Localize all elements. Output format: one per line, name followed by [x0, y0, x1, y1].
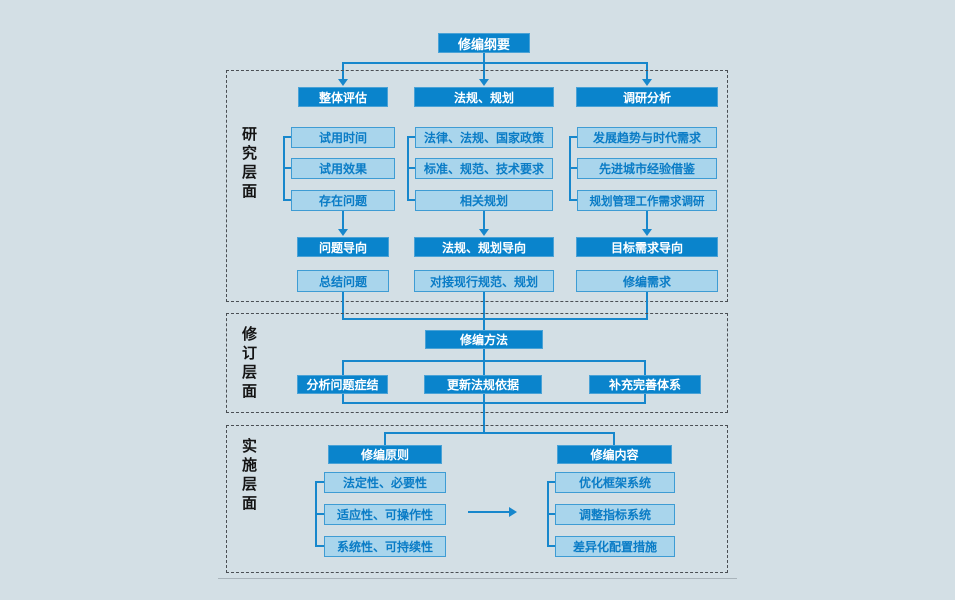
- connector-line: [342, 360, 646, 362]
- revision-item-1: 分析问题症结: [297, 375, 388, 394]
- connector-line: [342, 318, 648, 320]
- flow-arrow-down-icon: [642, 229, 652, 236]
- research-col3-item-1: 发展趋势与时代需求: [577, 127, 717, 148]
- connector-line: [644, 394, 646, 403]
- flow-arrow-down-icon: [338, 79, 348, 86]
- connector-line: [483, 360, 485, 375]
- connector-line: [483, 402, 485, 434]
- connector-line: [342, 62, 648, 64]
- connector-line: [342, 211, 344, 230]
- section-research-label: 研究层面: [240, 126, 258, 202]
- impl-group2-header: 修编内容: [557, 445, 672, 464]
- connector-line: [483, 349, 485, 362]
- impl-group2-item-3: 差异化配置措施: [555, 536, 675, 557]
- research-col2-item-2: 标准、规范、技术要求: [415, 158, 553, 179]
- connector-line: [547, 481, 555, 483]
- connector-line: [342, 402, 646, 404]
- research-col1-orientation: 问题导向: [297, 237, 389, 257]
- connector-line: [468, 511, 510, 513]
- flow-arrow-down-icon: [338, 229, 348, 236]
- connector-line: [315, 513, 324, 515]
- research-col3-orientation: 目标需求导向: [576, 237, 718, 257]
- revision-item-2: 更新法规依据: [424, 375, 542, 394]
- research-col3-output: 修编需求: [576, 270, 718, 292]
- revision-method-box: 修编方法: [425, 330, 543, 349]
- connector-line: [483, 53, 485, 63]
- flow-arrow-right-icon: [509, 507, 517, 517]
- research-col1-item-3: 存在问题: [291, 190, 395, 211]
- connector-line: [483, 394, 485, 403]
- connector-line: [407, 137, 409, 201]
- flow-arrow-down-icon: [479, 229, 489, 236]
- flow-root-box: 修编纲要: [438, 33, 530, 53]
- connector-line: [315, 481, 324, 483]
- connector-line: [646, 292, 648, 320]
- slide-edge-divider: [218, 578, 737, 579]
- research-col1-item-1: 试用时间: [291, 127, 395, 148]
- research-col2-output: 对接现行规范、规划: [414, 270, 554, 292]
- impl-group2-item-1: 优化框架系统: [555, 472, 675, 493]
- connector-line: [384, 432, 386, 445]
- impl-group2-item-2: 调整指标系统: [555, 504, 675, 525]
- connector-line: [283, 136, 291, 138]
- connector-line: [547, 545, 555, 547]
- section-revision-label: 修订层面: [240, 326, 258, 402]
- connector-line: [384, 432, 615, 434]
- research-col2-header: 法规、规划: [414, 87, 554, 107]
- flow-arrow-down-icon: [642, 79, 652, 86]
- research-col2-item-3: 相关规划: [415, 190, 553, 211]
- connector-line: [283, 199, 291, 201]
- revision-item-3: 补充完善体系: [589, 375, 701, 394]
- connector-line: [407, 167, 415, 169]
- connector-line: [646, 62, 648, 80]
- section-implementation-label: 实施层面: [240, 438, 258, 514]
- research-col2-item-1: 法律、法规、国家政策: [415, 127, 553, 148]
- flow-arrow-down-icon: [479, 79, 489, 86]
- connector-line: [483, 292, 485, 330]
- connector-line: [407, 136, 415, 138]
- section-implementation-frame: [226, 425, 728, 573]
- connector-line: [283, 167, 291, 169]
- connector-line: [569, 167, 577, 169]
- connector-line: [483, 62, 485, 80]
- research-col2-orientation: 法规、规划导向: [414, 237, 554, 257]
- connector-line: [569, 199, 577, 201]
- research-col3-item-3: 规划管理工作需求调研: [577, 190, 717, 211]
- connector-line: [644, 360, 646, 375]
- connector-line: [315, 545, 324, 547]
- connector-line: [342, 62, 344, 80]
- connector-line: [569, 136, 577, 138]
- connector-line: [483, 211, 485, 230]
- research-col1-output: 总结问题: [297, 270, 389, 292]
- connector-line: [283, 137, 285, 201]
- research-col1-item-2: 试用效果: [291, 158, 395, 179]
- impl-group1-header: 修编原则: [328, 445, 442, 464]
- connector-line: [407, 199, 415, 201]
- connector-line: [613, 432, 615, 445]
- impl-group1-item-3: 系统性、可持续性: [324, 536, 446, 557]
- research-col3-item-2: 先进城市经验借鉴: [577, 158, 717, 179]
- connector-line: [547, 513, 555, 515]
- connector-line: [342, 394, 344, 403]
- section-research-frame: [226, 70, 728, 302]
- connector-line: [646, 211, 648, 230]
- connector-line: [342, 360, 344, 375]
- section-revision-frame: [226, 313, 728, 413]
- impl-group1-item-1: 法定性、必要性: [324, 472, 446, 493]
- impl-group1-item-2: 适应性、可操作性: [324, 504, 446, 525]
- research-col3-header: 调研分析: [576, 87, 718, 107]
- research-col1-header: 整体评估: [298, 87, 388, 107]
- connector-line: [342, 292, 344, 320]
- connector-line: [569, 137, 571, 201]
